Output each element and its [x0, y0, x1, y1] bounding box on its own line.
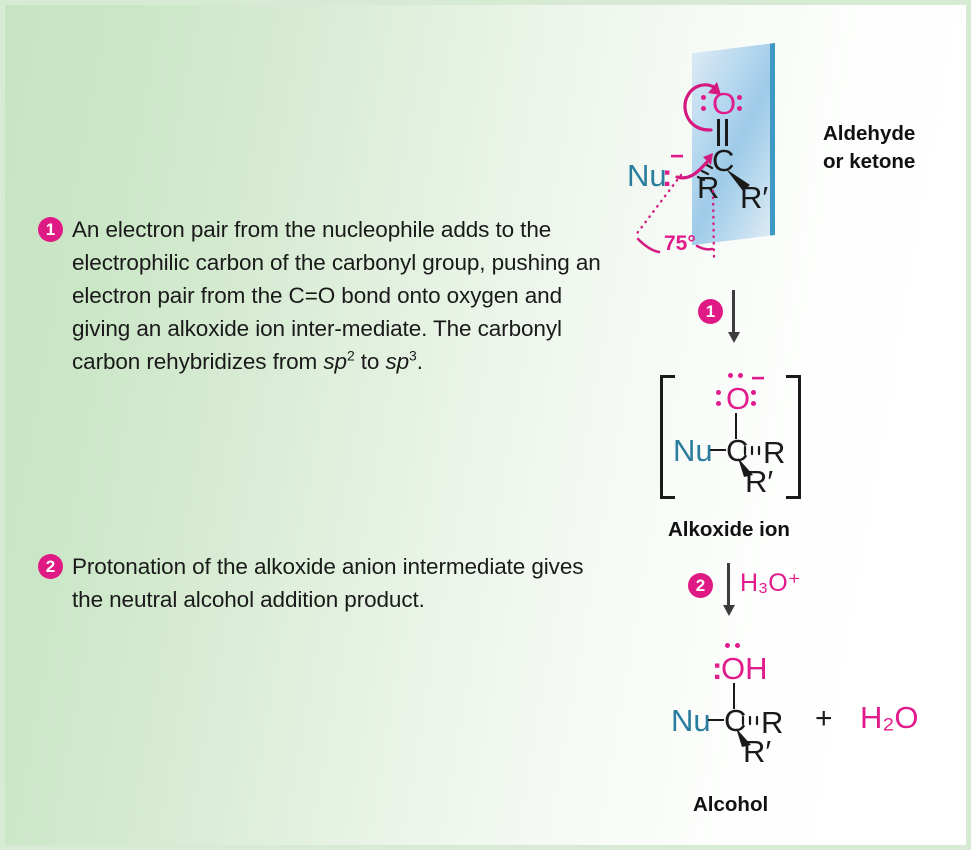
reactant-nucleophile-label: Nu	[627, 158, 667, 193]
reactant-nucleophile-charge: −	[670, 143, 685, 170]
alcohol-nucleophile-label: Nu	[671, 703, 711, 738]
reactant-double-bond-line-2	[725, 119, 728, 146]
reactant-oxygen-lonepair-right-dot-2	[737, 106, 742, 111]
step-1-text: An electron pair from the nucleophile ad…	[72, 217, 601, 374]
product-plus-sign: +	[815, 702, 833, 735]
arrow-step-2-shaft	[727, 563, 730, 607]
reactant-oxygen-atom: O	[712, 86, 737, 121]
alkoxide-bracket-left	[660, 375, 675, 499]
alcohol-c-o-bond	[733, 683, 736, 709]
alcohol-hydroxyl-colon: :	[712, 651, 723, 686]
step-1-block: 1 An electron pair from the nucleophile …	[38, 213, 613, 378]
alcohol-substituent-r-prime: R′	[743, 734, 772, 769]
reactant-substituent-r: R	[697, 170, 720, 205]
alcohol-oxygen-lonepair-top-dot-1	[725, 643, 730, 648]
reactant-oxygen-lonepair-left-dot-1	[701, 95, 706, 100]
alkoxide-nucleophile-label: Nu	[673, 433, 713, 468]
reactant-carbon-atom: C	[712, 143, 735, 178]
arrow-step-1-shaft	[732, 290, 735, 334]
alkoxide-caption: Alkoxide ion	[668, 518, 790, 541]
arrow-step-2-badge: 2	[688, 573, 713, 598]
alcohol-substituent-r: R	[761, 705, 784, 740]
alkoxide-oxygen-lonepair-left-dot-1	[716, 390, 721, 395]
arrow-step-1-badge: 1	[698, 299, 723, 324]
arrow-step-2-head	[722, 605, 735, 616]
alkoxide-oxygen-lonepair-right-dot-1	[751, 390, 756, 395]
alcohol-carbon-atom: C	[724, 703, 747, 738]
step-2-text: Protonation of the alkoxide anion interm…	[72, 554, 584, 612]
alkoxide-oxygen-lonepair-right-dot-2	[751, 401, 756, 406]
alkoxide-c-o-bond	[735, 413, 738, 439]
arrow-step-2-reagent: H₃O⁺	[740, 569, 801, 597]
alkoxide-substituent-r: R	[763, 435, 786, 470]
alcohol-oxygen-lonepair-top-dot-2	[735, 643, 740, 648]
reactant-oxygen-lonepair-left-dot-2	[701, 106, 706, 111]
reactant-substituent-r-prime: R′	[740, 180, 769, 215]
arrow-step-1-head	[727, 332, 740, 343]
step-2-block: 2 Protonation of the alkoxide anion inte…	[38, 550, 618, 616]
alkoxide-oxygen-atom: O	[726, 381, 751, 416]
step-1-badge: 1	[38, 217, 63, 242]
alkoxide-bracket-right	[786, 375, 801, 499]
alcohol-c-nu-bond	[708, 719, 724, 722]
reactant-double-bond-line-1	[717, 119, 720, 146]
reactant-oxygen-lonepair-right-dot-1	[737, 95, 742, 100]
reactant-caption: Aldehyde or ketone	[823, 122, 916, 173]
alkoxide-oxygen-lonepair-left-dot-2	[716, 401, 721, 406]
alkoxide-c-nu-bond	[710, 449, 726, 452]
alkoxide-oxygen-charge: −	[751, 365, 766, 392]
bond-angle-label: 75°	[664, 232, 696, 255]
alcohol-caption: Alcohol	[693, 793, 769, 816]
alkoxide-carbon-atom: C	[726, 433, 749, 468]
product-byproduct-water: H₂O	[860, 700, 919, 735]
step-2-badge: 2	[38, 554, 63, 579]
alkoxide-oxygen-lonepair-top-dot-1	[728, 373, 733, 378]
alkoxide-substituent-r-prime: R′	[745, 464, 774, 499]
alkoxide-oxygen-lonepair-top-dot-2	[738, 373, 743, 378]
alcohol-hydroxyl-group: OH	[721, 651, 768, 686]
